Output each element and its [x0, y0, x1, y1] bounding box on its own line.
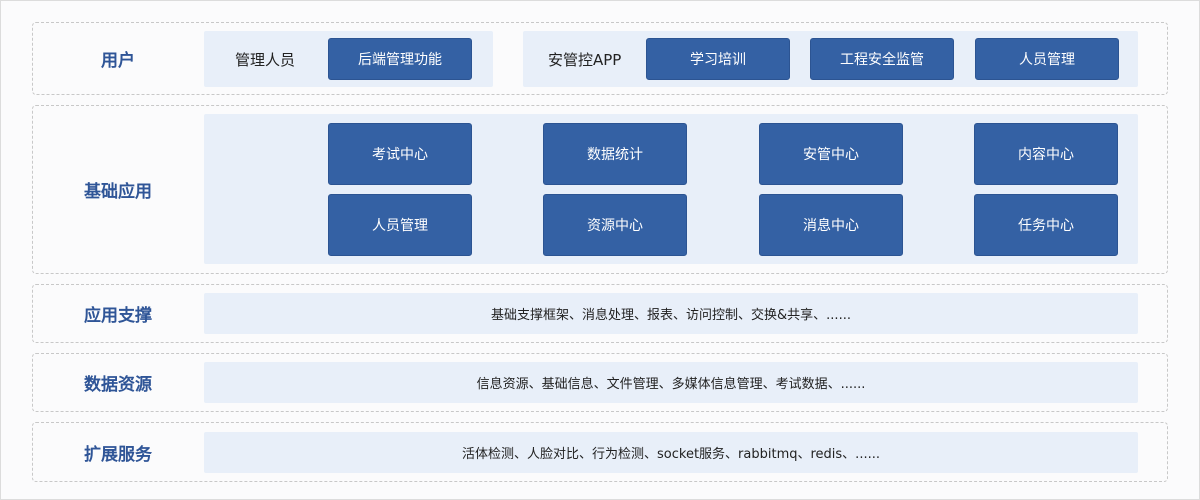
admin-label: 管理人员 — [235, 50, 296, 69]
layer-base-app-label: 基础应用 — [84, 182, 152, 202]
backend-admin-button: 后端管理功能 — [328, 38, 472, 80]
app-button-training: 学习培训 — [646, 38, 790, 80]
layer-ext-service-label: 扩展服务 — [84, 444, 152, 465]
layer-ext-service: 扩展服务 活体检测、人脸对比、行为检测、socket服务、rabbitmq、re… — [32, 422, 1168, 482]
base-app-panel: 考试中心 数据统计 安管中心 内容中心 人员管理 资源中心 消息中心 任务中心 — [204, 114, 1138, 264]
layer-app-support-label: 应用支撑 — [84, 306, 152, 326]
app-label: 安管控APP — [548, 50, 622, 69]
app-button-personnel: 人员管理 — [975, 38, 1119, 80]
app-support-content: 基础支撑框架、消息处理、报表、访问控制、交换&共享、...... — [491, 308, 851, 323]
layer-user-label: 用户 — [101, 51, 135, 71]
module-safety-center: 安管中心 — [759, 123, 903, 185]
layer-base-app: 基础应用 考试中心 数据统计 安管中心 内容中心 人员管理 资源中心 消息中心 … — [32, 105, 1168, 274]
module-statistics: 数据统计 — [543, 123, 687, 185]
module-personnel: 人员管理 — [328, 194, 472, 256]
module-content-center: 内容中心 — [974, 123, 1118, 185]
app-support-panel: 基础支撑框架、消息处理、报表、访问控制、交换&共享、...... — [204, 293, 1138, 334]
layer-app-support: 应用支撑 基础支撑框架、消息处理、报表、访问控制、交换&共享、...... — [32, 284, 1168, 343]
module-exam-center: 考试中心 — [328, 123, 472, 185]
ext-service-content: 活体检测、人脸对比、行为检测、socket服务、rabbitmq、redis、.… — [462, 447, 880, 462]
app-panel: 安管控APP 学习培训 工程安全监管 人员管理 — [523, 31, 1138, 87]
layer-user: 用户 管理人员 后端管理功能 安管控APP 学习培训 工程安全监管 人员管理 — [32, 22, 1168, 95]
module-message-center: 消息中心 — [759, 194, 903, 256]
admin-panel: 管理人员 后端管理功能 — [204, 31, 493, 87]
ext-service-panel: 活体检测、人脸对比、行为检测、socket服务、rabbitmq、redis、.… — [204, 432, 1138, 473]
data-resource-content: 信息资源、基础信息、文件管理、多媒体信息管理、考试数据、...... — [476, 377, 866, 392]
layer-data-resource: 数据资源 信息资源、基础信息、文件管理、多媒体信息管理、考试数据、...... — [32, 353, 1168, 412]
app-button-safety: 工程安全监管 — [810, 38, 954, 80]
module-task-center: 任务中心 — [974, 194, 1118, 256]
layer-data-resource-label: 数据资源 — [84, 375, 152, 395]
module-resource-center: 资源中心 — [543, 194, 687, 256]
data-resource-panel: 信息资源、基础信息、文件管理、多媒体信息管理、考试数据、...... — [204, 362, 1138, 403]
